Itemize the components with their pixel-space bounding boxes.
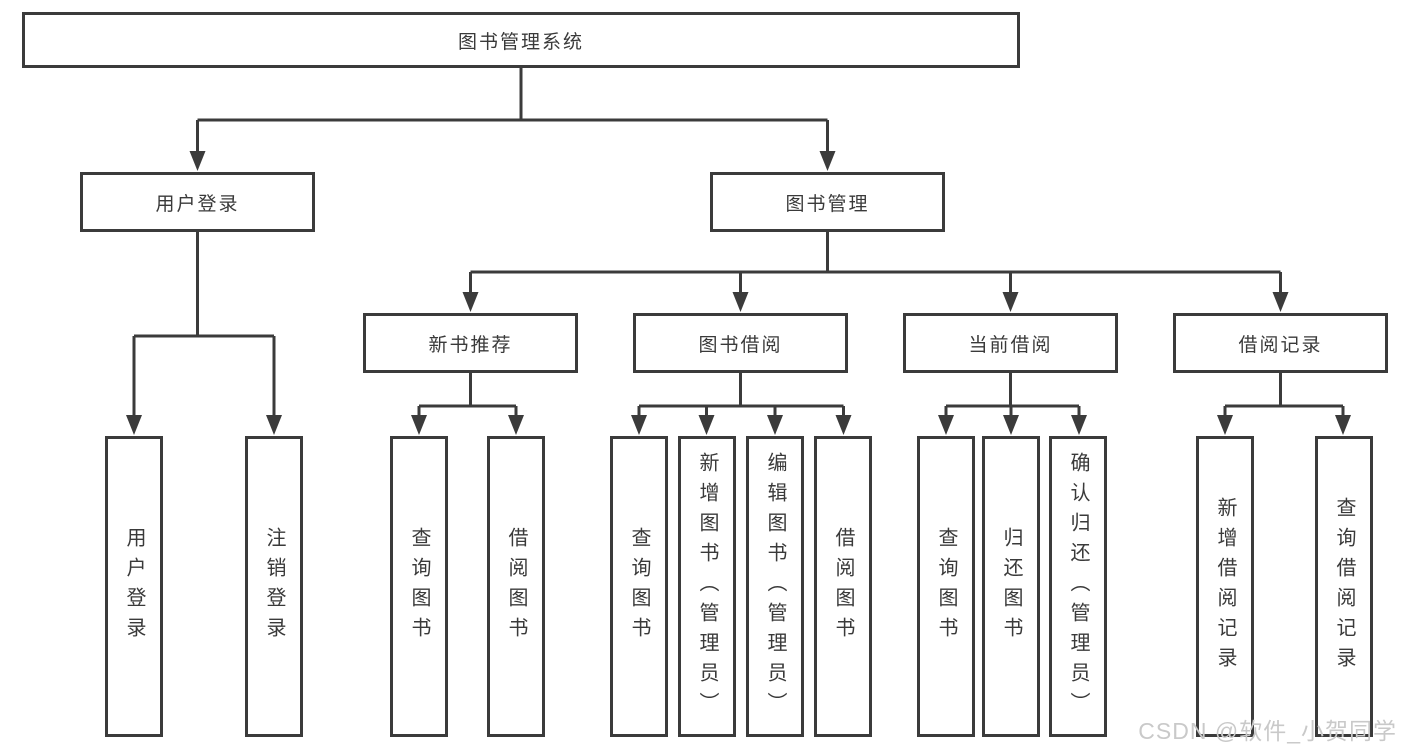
node-leaf-recommend-borrow-books: 借阅图书: [487, 436, 545, 737]
node-library-system: 图书管理系统: [22, 12, 1020, 68]
node-user-login-group: 用户登录: [80, 172, 315, 232]
connector-lines: [132, 68, 1345, 418]
node-book-management: 图书管理: [710, 172, 945, 232]
node-leaf-user-login: 用户登录: [105, 436, 163, 737]
node-leaf-current-return-books: 归还图书: [982, 436, 1040, 737]
node-book-borrowing: 图书借阅: [633, 313, 848, 373]
node-leaf-borrowing-edit-books-admin: 编辑图书（管理员）: [746, 436, 804, 737]
node-leaf-borrowing-query-books: 查询图书: [610, 436, 668, 737]
node-new-book-recommendation: 新书推荐: [363, 313, 578, 373]
node-current-borrowing: 当前借阅: [903, 313, 1118, 373]
node-leaf-records-add-record: 新增借阅记录: [1196, 436, 1254, 737]
node-borrowing-records: 借阅记录: [1173, 313, 1388, 373]
node-leaf-current-confirm-return-admin: 确认归还（管理员）: [1049, 436, 1107, 737]
arrowhead-glyphs: [126, 151, 1351, 435]
csdn-watermark: CSDN @软件_小贺同学: [1138, 718, 1397, 744]
node-leaf-current-query-books: 查询图书: [917, 436, 975, 737]
node-leaf-records-query-record: 查询借阅记录: [1315, 436, 1373, 737]
node-leaf-borrowing-borrow-books: 借阅图书: [814, 436, 872, 737]
node-leaf-recommend-query-books: 查询图书: [390, 436, 448, 737]
node-leaf-logout: 注销登录: [245, 436, 303, 737]
node-leaf-borrowing-add-books-admin: 新增图书（管理员）: [678, 436, 736, 737]
